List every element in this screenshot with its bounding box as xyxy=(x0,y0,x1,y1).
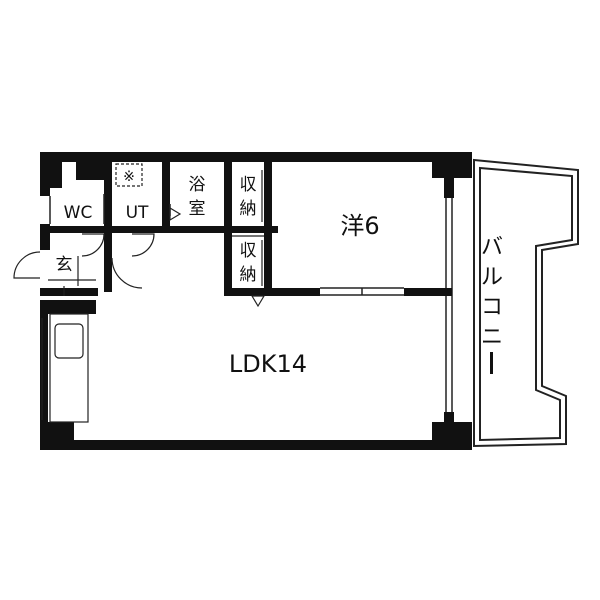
room-label-western: 洋6 xyxy=(340,212,379,240)
counter xyxy=(49,313,89,423)
room-label-wc: WC xyxy=(64,203,93,223)
hall-door-swing xyxy=(111,257,143,289)
exterior-walls xyxy=(40,152,472,450)
balcony-label: バ ル コ ニ xyxy=(481,235,503,374)
wall-left-mid xyxy=(40,224,50,250)
room-label-storage-lower-2: 納 xyxy=(240,265,257,285)
balcony xyxy=(473,158,579,448)
door-swings xyxy=(13,233,155,289)
wall-ut-bath-div xyxy=(162,162,170,226)
wall-bath-storage-div xyxy=(224,162,232,292)
column-bottom-left xyxy=(40,422,74,450)
wall-left-lower xyxy=(40,312,48,450)
entrance-door-swing xyxy=(13,251,41,279)
room-label-storage-upper-2: 納 xyxy=(240,199,257,219)
room-label-ldk: LDK14 xyxy=(229,350,307,378)
entrance-step xyxy=(48,279,96,296)
room-label-storage-lower-1: 収 xyxy=(240,241,257,261)
room-label-ut: UT xyxy=(126,203,149,223)
wc-door-swing xyxy=(81,233,105,257)
ut-door-swing xyxy=(131,233,155,257)
column-bottom-right xyxy=(432,422,472,450)
balcony-char-1: バ xyxy=(481,235,503,260)
wall-top xyxy=(40,152,472,162)
wall-kitchen-top xyxy=(40,300,96,314)
column-top-right xyxy=(432,152,472,178)
wall-room6-bottom-left xyxy=(224,288,320,296)
balcony-char-4: ニ xyxy=(481,325,503,350)
block-top-wc xyxy=(76,162,104,180)
room-label-entrance: 玄 xyxy=(56,255,73,275)
washer-mark: ※ xyxy=(123,169,135,185)
room-label-storage-upper-1: 収 xyxy=(240,175,257,195)
sliding-door-room6 xyxy=(320,287,404,296)
wall-room6-bottom-right xyxy=(404,288,452,296)
balcony-outline-outer xyxy=(473,158,579,448)
column-top-left xyxy=(40,152,62,188)
wall-bottom xyxy=(40,440,472,450)
interior-walls xyxy=(40,162,452,314)
room-label-bath-2: 室 xyxy=(189,199,206,219)
wall-storage-room-div xyxy=(264,162,272,296)
wall-wc-bottom xyxy=(48,226,278,233)
wall-entrance-bottom xyxy=(40,288,98,296)
storage-dividers xyxy=(232,170,264,286)
kitchen-counter xyxy=(49,313,89,423)
washer-box xyxy=(115,163,143,187)
sink xyxy=(54,323,84,359)
wall-entrance-right xyxy=(104,232,112,292)
door-triangles xyxy=(169,206,266,308)
room-label-bath-1: 浴 xyxy=(189,175,206,195)
balcony-outline-inner xyxy=(479,166,573,442)
right-window xyxy=(445,198,453,412)
balcony-char-3: コ xyxy=(481,295,503,320)
balcony-char-5-bar xyxy=(490,352,493,374)
balcony-char-2: ル xyxy=(481,265,503,290)
wall-wc-ut-div xyxy=(104,162,112,232)
